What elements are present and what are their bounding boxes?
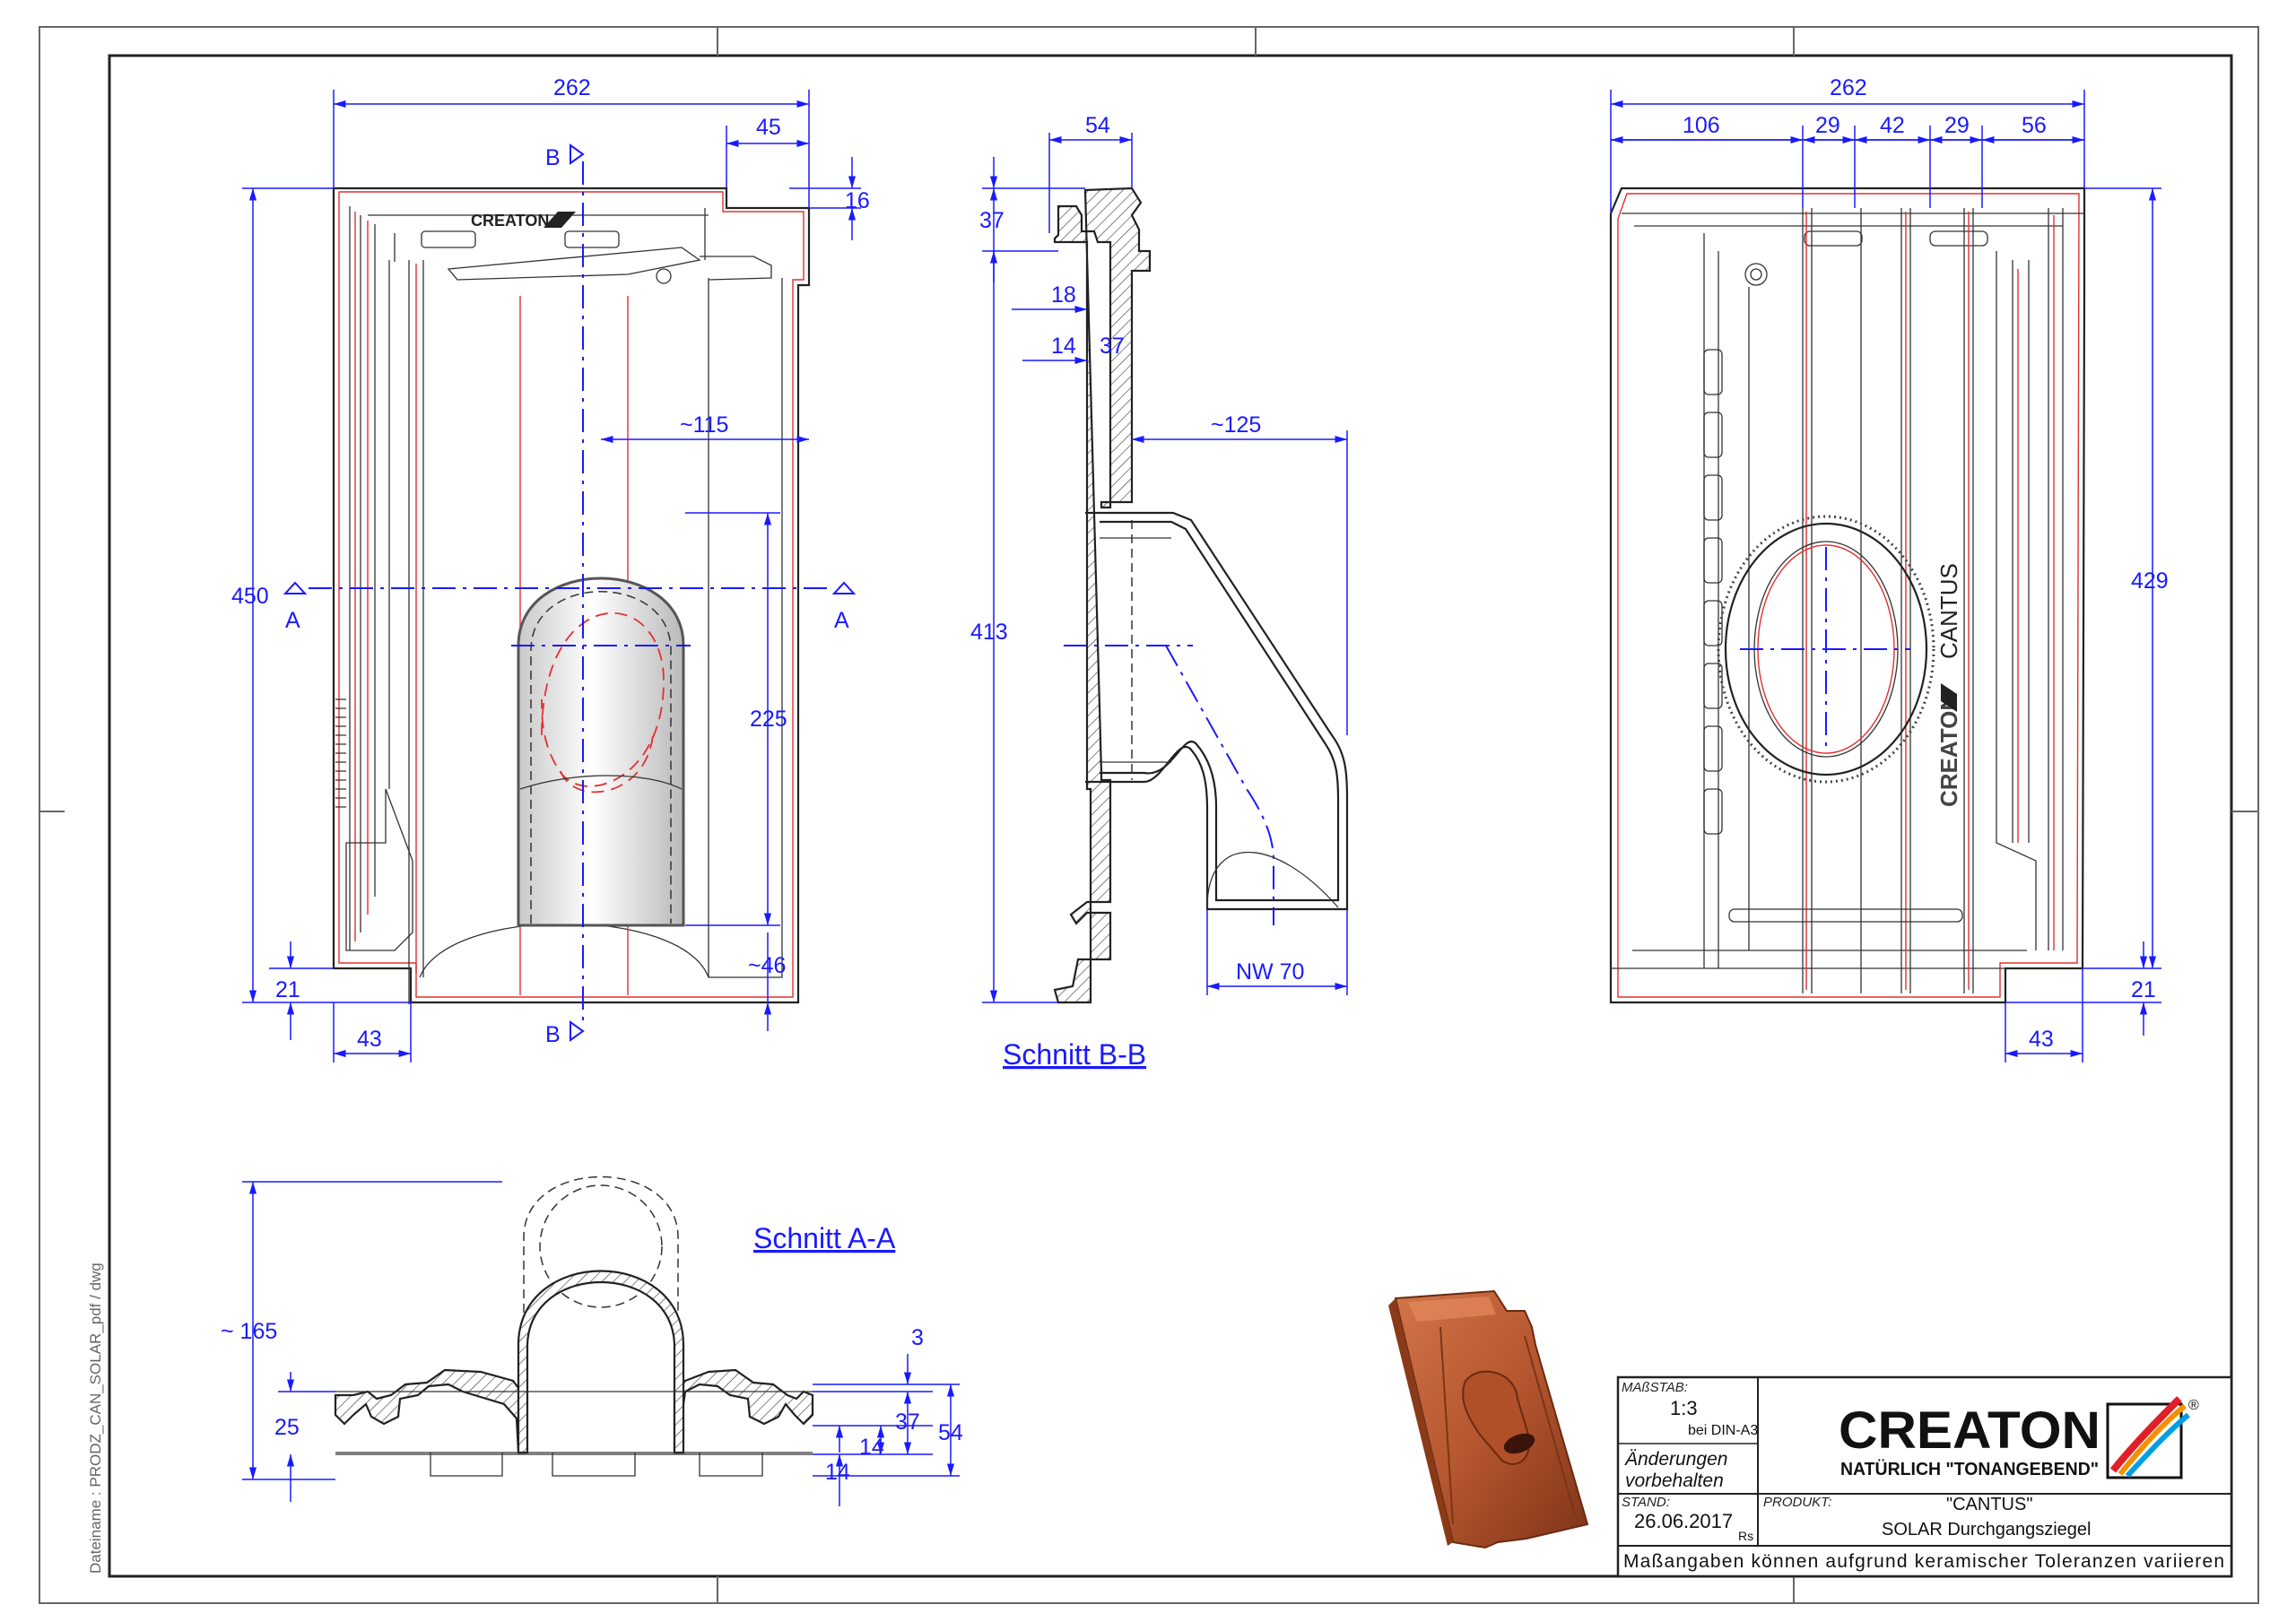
front-dimensions: 262 45 16 450 ~115 225 ~46 21 43 B B xyxy=(231,75,870,1063)
section-aa-dimensions: ~ 165 25 3 37 54 14 14 Schnitt A-A xyxy=(221,1181,963,1506)
section-bb-dimensions: 54 37 18 14 37 413 ~125 NW 70 Schnitt B-… xyxy=(970,113,1348,1071)
bb-nozzle-offset: ~125 xyxy=(1211,412,1261,438)
aa-dim-54: 54 xyxy=(938,1420,963,1445)
rear-seg-56: 56 xyxy=(2022,113,2047,138)
creaton-logo: CREATON NATÜRLICH "TONANGEBEND" ® xyxy=(1839,1396,2199,1479)
front-hole-bottom: ~46 xyxy=(748,953,786,978)
front-foot-43: 43 xyxy=(357,1027,382,1052)
rear-foot-43: 43 xyxy=(2029,1027,2054,1052)
bb-dim-37: 37 xyxy=(1100,334,1125,359)
tb-changes-2: vorbehalten xyxy=(1625,1470,1724,1491)
tb-changes-1: Änderungen xyxy=(1624,1449,1727,1470)
sheet-frame xyxy=(39,26,2259,1604)
front-solar-hole xyxy=(517,577,685,927)
tb-date-value: 26.06.2017 xyxy=(1634,1510,1733,1532)
rear-bottom-21: 21 xyxy=(2131,977,2156,1002)
section-b-b xyxy=(1053,186,1349,1004)
title-block: MAßSTAB: 1:3 bei DIN-A3 Änderungen vorbe… xyxy=(1616,1375,2233,1578)
section-aa-profile[interactable] xyxy=(334,1368,526,1454)
tb-scale-note: bei DIN-A3 xyxy=(1688,1423,1758,1438)
aa-title[interactable]: Schnitt A-A xyxy=(753,1222,896,1254)
front-height-450: 450 xyxy=(231,584,269,609)
section-a-a xyxy=(334,1175,814,1477)
section-a-marker-left: A xyxy=(285,608,300,633)
section-b-marker-bottom: B xyxy=(545,1022,561,1047)
bb-top-width: 54 xyxy=(1085,113,1110,138)
aa-height-165: ~ 165 xyxy=(221,1319,277,1344)
aa-dim-25: 25 xyxy=(274,1415,300,1440)
bb-nozzle-diameter: NW 70 xyxy=(1236,959,1304,984)
tb-scale-label: MAßSTAB: xyxy=(1622,1380,1688,1395)
rear-left-nubs xyxy=(1703,349,1723,835)
tb-product-name: "CANTUS" xyxy=(1946,1495,2032,1514)
rear-seg-29a: 29 xyxy=(1815,113,1840,138)
rear-width-262: 262 xyxy=(1830,75,1867,100)
rear-height-429: 429 xyxy=(2131,568,2169,594)
tb-scale-value: 1:3 xyxy=(1670,1397,1698,1419)
front-offset-16: 16 xyxy=(845,188,870,213)
rear-embossed-brand: CREATON xyxy=(1935,694,1962,807)
section-a-marker-right: A xyxy=(834,608,849,633)
front-hole-offset: ~115 xyxy=(680,412,728,438)
rear-tile-outline xyxy=(1609,186,2086,1004)
logo-slogan: NATÜRLICH "TONANGEBEND" xyxy=(1840,1459,2099,1479)
rear-dimensions: 262 106 29 42 29 56 429 21 43 xyxy=(1610,75,2169,1063)
tb-product-desc: SOLAR Durchgangsziegel xyxy=(1882,1520,2091,1540)
bb-title[interactable]: Schnitt B-B xyxy=(1003,1038,1146,1071)
aa-dim-3: 3 xyxy=(911,1325,924,1350)
rear-view: CREATON CANTUS xyxy=(1609,186,2086,1004)
logo-wordmark: CREATON xyxy=(1839,1401,2100,1460)
front-width-262: 262 xyxy=(553,75,591,100)
tile-render-image xyxy=(1388,1289,1589,1549)
tb-product-label: PRODUKT: xyxy=(1763,1495,1831,1510)
section-bb-profile xyxy=(1053,186,1152,1004)
tb-date-label: STAND: xyxy=(1622,1495,1670,1510)
bb-height-413: 413 xyxy=(970,620,1008,645)
aa-dim-14b: 14 xyxy=(825,1460,850,1485)
front-bottom-21: 21 xyxy=(275,977,300,1002)
tb-footer-note: Maßangaben können aufgrund keramischer T… xyxy=(1623,1551,2224,1572)
aa-dim-14a: 14 xyxy=(859,1435,884,1460)
aa-dim-37: 37 xyxy=(895,1409,920,1435)
tb-author: Rs xyxy=(1738,1529,1753,1543)
logo-registered: ® xyxy=(2188,1398,2199,1413)
front-tile-outline xyxy=(332,186,811,1004)
rear-embossed-model: CANTUS xyxy=(1935,563,1962,659)
bb-top-height: 37 xyxy=(979,208,1004,233)
rear-oval-opening xyxy=(1717,515,1935,784)
rear-seg-106: 106 xyxy=(1683,113,1720,138)
front-view: CREATON xyxy=(309,161,834,1022)
rear-seg-42: 42 xyxy=(1880,113,1905,138)
front-hole-height: 225 xyxy=(750,707,787,732)
bb-dim-18: 18 xyxy=(1051,282,1076,308)
section-b-marker-top: B xyxy=(545,145,561,170)
front-embossed-creaton: CREATON xyxy=(471,212,549,230)
left-rib-nubs xyxy=(335,698,346,808)
section-aa-dome xyxy=(517,1270,685,1454)
bb-dim-14: 14 xyxy=(1051,334,1076,359)
front-width-45: 45 xyxy=(756,115,781,140)
file-name: Dateiname : PRODZ_CAN_SOLAR_pdf / dwg xyxy=(87,1262,104,1574)
rear-seg-29b: 29 xyxy=(1944,113,1970,138)
